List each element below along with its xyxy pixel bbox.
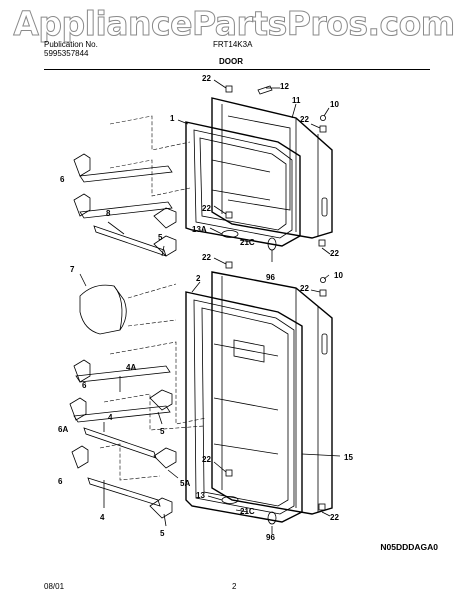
callout-15: 15 xyxy=(344,453,353,462)
lower-hardware xyxy=(221,261,327,525)
footer-date: 08/01 xyxy=(44,582,65,591)
callout-13: 13 xyxy=(196,491,205,500)
callout-4a: 4A xyxy=(126,363,136,372)
callout-1: 1 xyxy=(170,114,175,123)
callout-22: 22 xyxy=(330,513,339,522)
callout-5a: 5A xyxy=(180,479,190,488)
callout-10: 10 xyxy=(334,271,343,280)
callout-10: 10 xyxy=(330,100,339,109)
callout-11: 11 xyxy=(292,96,301,105)
callout-4: 4 xyxy=(100,513,105,522)
callout-7: 7 xyxy=(70,265,75,274)
callout-22: 22 xyxy=(330,249,339,258)
callout-12: 12 xyxy=(280,82,289,91)
callout-22: 22 xyxy=(202,253,211,262)
callout-21c: 21C xyxy=(240,507,255,516)
callout-5: 5 xyxy=(160,427,165,436)
freezer-door-gasket xyxy=(185,121,301,247)
publication-number: 5995357844 xyxy=(44,49,89,58)
callout-96: 96 xyxy=(266,533,275,542)
upper-shelf-assembly xyxy=(73,115,191,257)
callout-5: 5 xyxy=(160,529,165,538)
callout-2: 2 xyxy=(196,274,201,283)
butter-compartment xyxy=(79,283,177,335)
freezer-door-outer-panel xyxy=(211,97,333,239)
callout-22: 22 xyxy=(202,204,211,213)
model-number: FRT14K3A xyxy=(213,40,253,49)
fresh-food-door-outer-panel xyxy=(211,271,333,515)
callout-5: 5 xyxy=(158,233,163,242)
callout-13a: 13A xyxy=(192,225,207,234)
callout-6: 6 xyxy=(82,381,87,390)
lower-shelf-assembly xyxy=(69,341,207,519)
callout-4: 4 xyxy=(108,413,113,422)
section-title: DOOR xyxy=(219,57,243,66)
callout-96: 96 xyxy=(266,273,275,282)
callout-6: 6 xyxy=(58,477,63,486)
callout-22: 22 xyxy=(300,284,309,293)
watermark: AppliancePartsPros.com xyxy=(13,4,456,44)
callout-8: 8 xyxy=(106,209,111,218)
callout-6a: 6A xyxy=(58,425,68,434)
fresh-food-door-gasket xyxy=(185,291,303,523)
callout-22: 22 xyxy=(202,455,211,464)
publication-label: Publication No. xyxy=(44,40,98,49)
diagram-code: N05DDDAGA0 xyxy=(380,542,438,552)
page-number: 2 xyxy=(232,582,237,591)
leader-lines xyxy=(79,79,341,534)
callout-22: 22 xyxy=(202,74,211,83)
callout-22: 22 xyxy=(300,115,309,124)
callout-21c: 21C xyxy=(240,238,255,247)
header-divider xyxy=(44,69,430,70)
callout-6: 6 xyxy=(60,175,65,184)
